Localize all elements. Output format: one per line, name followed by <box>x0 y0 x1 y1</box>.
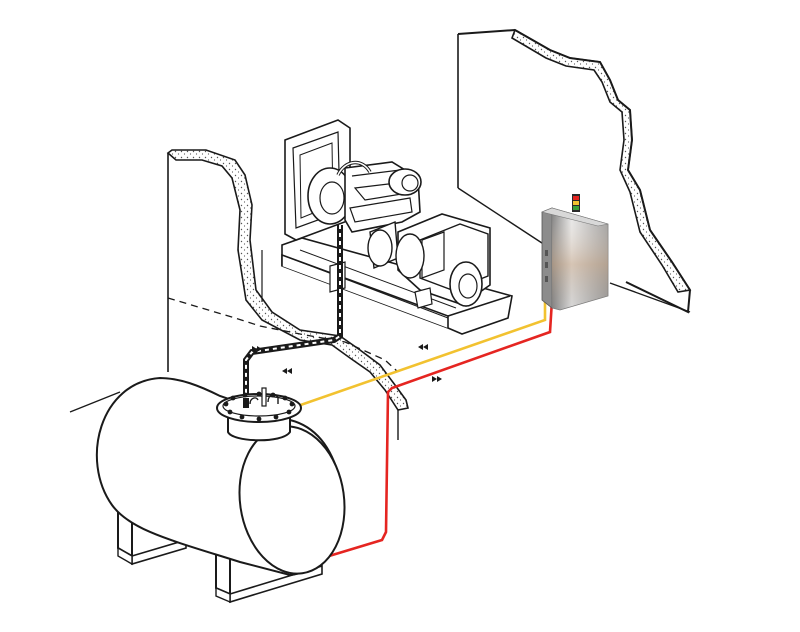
fuel-tank <box>96 376 346 604</box>
tank-manway-flange <box>216 387 302 442</box>
back-wall <box>457 28 692 314</box>
fuel-control-cabinet <box>541 194 609 311</box>
diesel-generator-set <box>281 119 513 335</box>
double-chevron-icon <box>282 368 292 374</box>
double-chevron-icon <box>418 344 428 350</box>
floor-edge-left <box>69 391 121 413</box>
power-line <box>295 299 554 568</box>
fuel-supply-line <box>243 225 343 400</box>
double-chevron-icon <box>432 376 442 382</box>
front-wall <box>166 149 409 440</box>
flow-arrows <box>252 344 442 382</box>
double-chevron-icon <box>252 346 262 352</box>
status-indicator-light <box>572 194 580 212</box>
